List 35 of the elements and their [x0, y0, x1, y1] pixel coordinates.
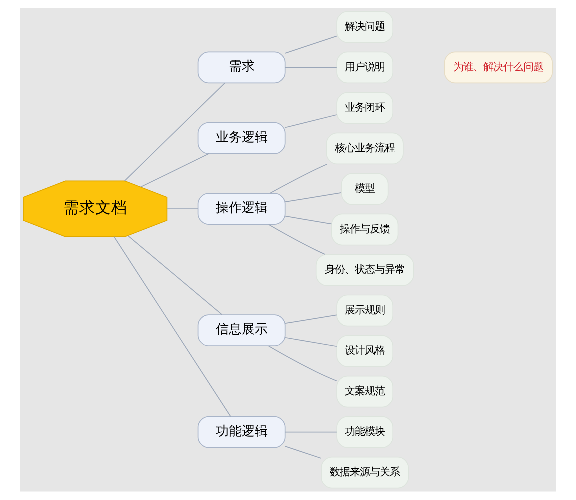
connector [124, 82, 226, 182]
connector [140, 153, 210, 188]
connector [114, 236, 232, 418]
node-box: 用户说明 [336, 52, 394, 84]
node-box: 业务逻辑 [198, 122, 286, 154]
node-box: 数据来源与关系 [321, 456, 410, 489]
node-box: 展示规则 [336, 294, 394, 327]
node-box: 操作与反馈 [331, 214, 399, 246]
connector [285, 337, 338, 348]
node-box: 模型 [341, 173, 389, 206]
connector [285, 192, 342, 202]
connector [285, 67, 338, 68]
node-box: 设计风格 [336, 335, 394, 368]
node-box: 文案规范 [336, 376, 394, 408]
node-box: 业务闭环 [336, 92, 394, 124]
node-box: 需求 [198, 52, 286, 84]
node-box: 身份、状态与异常 [316, 254, 414, 286]
connector [285, 36, 338, 54]
connector [285, 314, 338, 324]
node-box: 功能模块 [336, 416, 394, 448]
node-box: 核心业务流程 [326, 132, 404, 165]
connector [268, 346, 338, 382]
connector [268, 224, 326, 256]
connector [128, 236, 223, 316]
node-box: 信息展示 [198, 314, 286, 347]
connector [285, 446, 322, 459]
connector [285, 114, 338, 128]
node-box: 操作逻辑 [198, 193, 286, 225]
node-box: 解决问题 [336, 11, 394, 44]
connector [285, 216, 332, 225]
connector [285, 432, 338, 433]
node-box: 功能逻辑 [198, 416, 286, 448]
connector [270, 164, 328, 194]
node-box: 为谁、解决什么问题 [444, 52, 553, 84]
connector [166, 208, 199, 210]
